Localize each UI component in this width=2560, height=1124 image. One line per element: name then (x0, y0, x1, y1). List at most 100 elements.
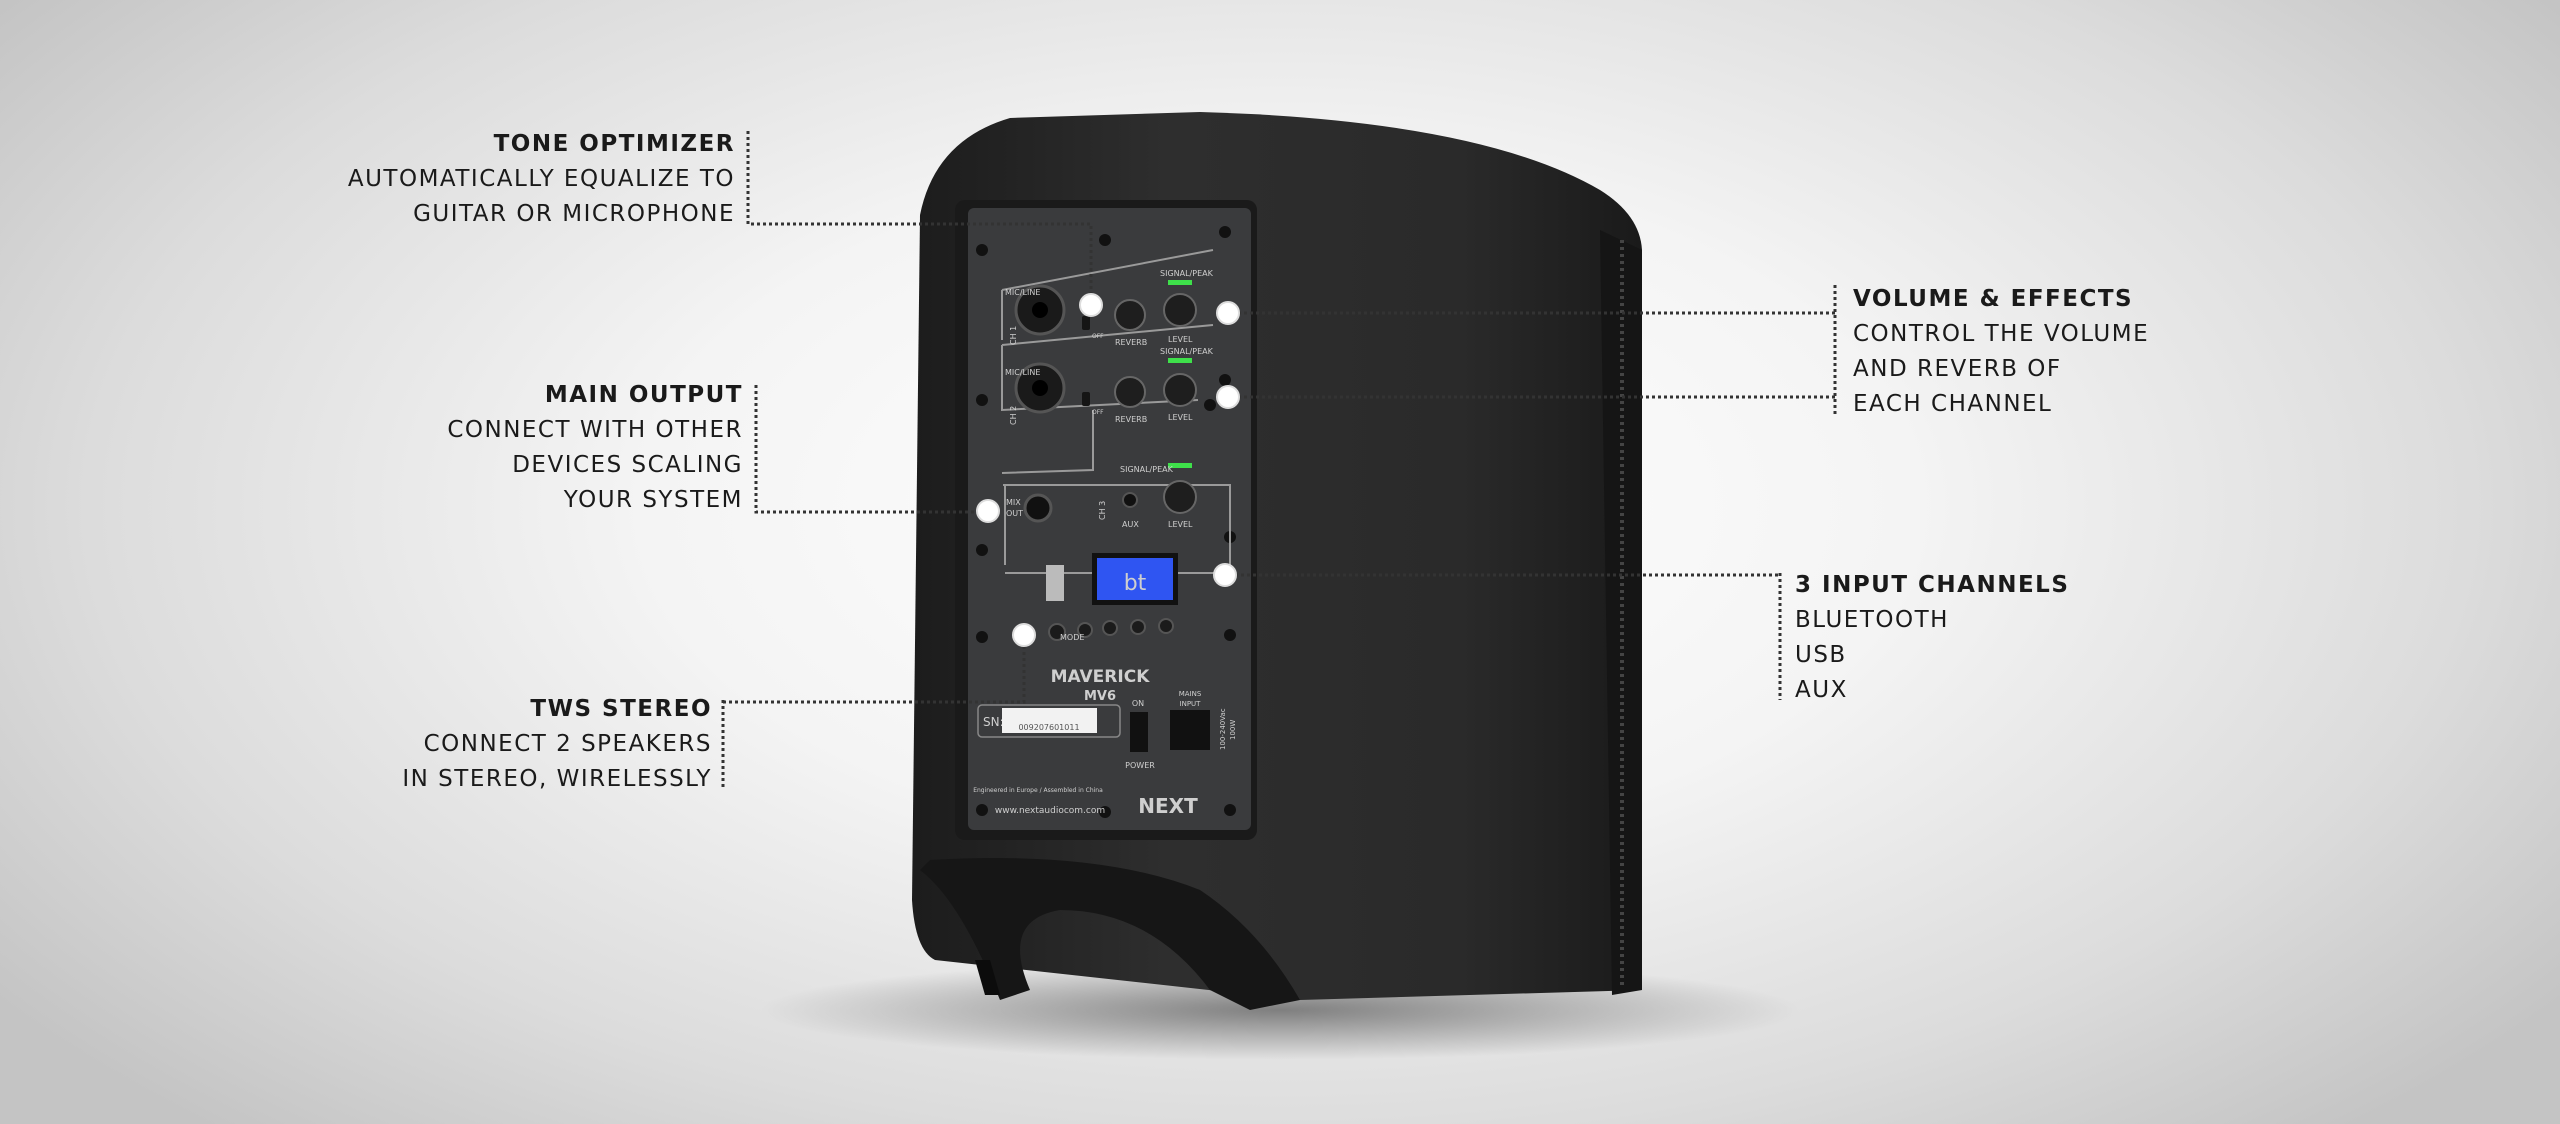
panel-detail (754, 385, 978, 514)
callout-main-output: MAIN OUTPUT CONNECT WITH OTHER DEVICES S… (447, 378, 743, 518)
panel-detail (1219, 226, 1231, 238)
panel-detail (1224, 629, 1236, 641)
callout-title: VOLUME & EFFECTS (1853, 286, 2134, 312)
panel-label: SIGNAL/PEAK (1160, 347, 1214, 356)
voltage-rating: 100-240Vac (1219, 708, 1227, 750)
callout-input-channels: 3 INPUT CHANNELS BLUETOOTH USB AUX (1795, 568, 2069, 708)
tone-off-label: OFF (1092, 333, 1104, 340)
panel-label: OUT (1006, 509, 1023, 518)
reverb-knob-ch2 (1114, 376, 1146, 408)
callout-title: MAIN OUTPUT (544, 382, 743, 408)
power-switch (1130, 712, 1148, 752)
panel-detail (1168, 280, 1192, 285)
callout-line: AUX (1795, 677, 1848, 703)
panel-label: MIX (1006, 498, 1021, 507)
panel-detail (1032, 380, 1048, 396)
panel-label: REVERB (1115, 415, 1147, 424)
panel-label: www.nextaudiocom.com (995, 806, 1105, 816)
mains-label: MAINS (1179, 690, 1202, 698)
hotspot-tws-stereo (1012, 623, 1036, 647)
callout-line: IN STEREO, WIRELESSLY (402, 766, 712, 792)
panel-label: bt (1124, 571, 1147, 596)
callout-line: DEVICES SCALING (512, 452, 743, 478)
panel-label: CH 1 (1009, 326, 1018, 345)
panel-label: MAVERICK (1051, 667, 1151, 687)
panel-label: SIGNAL/PEAK (1120, 465, 1174, 474)
power-rating: 100W (1229, 720, 1237, 740)
hotspot-volume-ch2 (1216, 385, 1240, 409)
xlr-jack-ch2 (1014, 362, 1066, 414)
level-knob-ch2 (1163, 373, 1197, 407)
panel-label: MV6 (1084, 689, 1116, 704)
hotspot-tone-optimizer (1079, 293, 1103, 317)
panel-detail (976, 293, 1240, 647)
panel-label: LEVEL (1168, 413, 1193, 422)
speaker-stand (920, 858, 1300, 1010)
panel-detail (1102, 620, 1118, 636)
callout-title: TWS STEREO (530, 696, 712, 722)
reverb-knob-ch1 (1114, 299, 1146, 331)
panel-label: POWER (1125, 761, 1155, 770)
usb-port (1046, 565, 1064, 601)
callout-line: EACH CHANNEL (1853, 391, 2053, 417)
level-knob-ch3 (1163, 480, 1197, 514)
callout-line: AND REVERB OF (1853, 356, 2062, 382)
panel-detail (1048, 618, 1174, 641)
panel-detail (975, 960, 1000, 995)
callout-volume-effects: VOLUME & EFFECTS CONTROL THE VOLUME AND … (1853, 282, 2149, 422)
panel-detail (976, 804, 988, 816)
panel-detail (1130, 619, 1146, 635)
panel-label: CH 3 (1098, 501, 1107, 520)
panel-detail (1168, 358, 1192, 363)
panel-detail (1001, 249, 1231, 574)
panel-detail (976, 544, 988, 556)
callout-tws-stereo: TWS STEREO CONNECT 2 SPEAKERS IN STEREO,… (402, 692, 712, 797)
panel-detail (1168, 280, 1192, 468)
callout-line: AUTOMATICALLY EQUALIZE TO (347, 166, 735, 192)
callout-line: CONNECT 2 SPEAKERS (423, 731, 712, 757)
level-knob-ch1 (1163, 293, 1197, 327)
panel-label: CH 2 (1009, 406, 1018, 425)
panel-detail (1099, 806, 1111, 818)
panel-detail (1099, 234, 1111, 246)
next-logo: NEXT (1138, 794, 1198, 818)
barcode-label (1002, 708, 1097, 733)
panel-label: REVERB (1115, 338, 1147, 347)
callout-line: USB (1795, 642, 1847, 668)
aux-jack (1122, 492, 1138, 508)
panel-detail (976, 631, 988, 643)
panel-detail (1048, 623, 1066, 641)
callout-tone-optimizer: TONE OPTIMIZER AUTOMATICALLY EQUALIZE TO… (348, 127, 735, 232)
xlr-jack-ch1 (1014, 284, 1066, 336)
hotspot-input-channels (1213, 563, 1237, 587)
panel-detail (746, 131, 1093, 295)
panel-label: LEVEL (1168, 335, 1193, 344)
callout-line: YOUR SYSTEM (563, 487, 743, 513)
panel-detail (1204, 399, 1216, 411)
tone-switch-ch2 (1082, 392, 1090, 406)
callout-line: GUITAR OR MICROPHONE (413, 201, 735, 227)
panel-detail (976, 244, 988, 256)
panel-detail (1032, 302, 1048, 318)
panel-detail (1158, 618, 1174, 634)
callout-title: 3 INPUT CHANNELS (1795, 572, 2070, 598)
callout-line: CONTROL THE VOLUME (1853, 321, 2150, 347)
callout-title: TONE OPTIMIZER (493, 131, 735, 157)
panel-detail (1219, 374, 1231, 386)
hotspot-main-output (976, 499, 1000, 523)
panel-label: SIGNAL/PEAK (1160, 269, 1214, 278)
panel-detail (721, 645, 1026, 790)
tone-switch-ch1 (1082, 316, 1090, 330)
panel-detail (1238, 285, 1837, 415)
panel-detail (1235, 573, 1782, 700)
panel-label: 009207601011 (1018, 723, 1079, 732)
hotspot-volume-ch1 (1216, 301, 1240, 325)
panel-detail (976, 394, 988, 406)
callout-line: CONNECT WITH OTHER (447, 417, 743, 443)
tone-off-label: OFF (1092, 409, 1104, 416)
panel-label: MIC/LINE (1005, 368, 1040, 377)
panel-label: AUX (1122, 520, 1139, 529)
mains-socket (1170, 710, 1210, 750)
